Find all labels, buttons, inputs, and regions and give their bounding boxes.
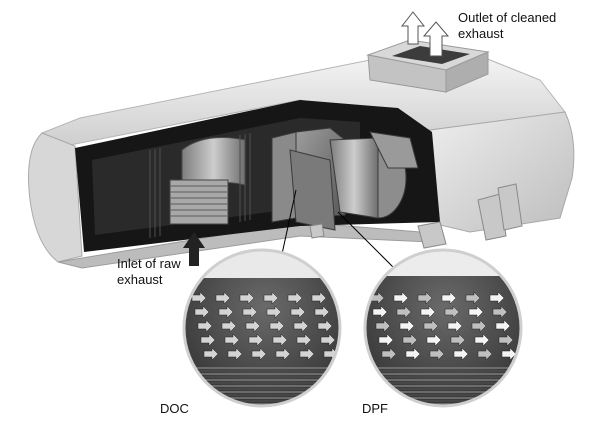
doc-flow-arrow-icon <box>224 333 240 347</box>
housing-left-end <box>28 132 83 263</box>
housing-right-end <box>429 111 575 233</box>
doc-flow-arrow-icon <box>293 319 309 333</box>
dpf-flow-arrow-icon <box>501 347 517 361</box>
doc-flow-arrow-icon <box>248 333 264 347</box>
doc-flow-arrow-icon <box>320 333 336 347</box>
dpf-block <box>289 149 336 231</box>
dpf-flow-arrow-icon <box>468 305 484 319</box>
doc-flow-arrow-icon <box>200 333 216 347</box>
doc-zoom-detail <box>182 248 342 408</box>
outlet-port <box>366 11 490 93</box>
doc-flow-arrow-icon <box>296 333 312 347</box>
dpf-zoom-border <box>363 248 523 408</box>
cutaway-slats <box>149 133 251 238</box>
doc-flow-arrow-icon <box>275 347 291 361</box>
dpf-flow-arrow-icon <box>426 333 442 347</box>
inlet-duct <box>149 133 251 238</box>
doc-flow-arrow-icon <box>191 291 207 305</box>
dpf-flow-arrow-icon <box>495 319 511 333</box>
dpf-flow-arrow-icon <box>423 319 439 333</box>
inlet-label-line1: Inlet of raw <box>117 256 181 271</box>
doc-flow-arrow-icon <box>251 347 267 361</box>
outlet-arrow-icon <box>422 21 450 57</box>
dpf-flow-arrow-icon <box>420 305 436 319</box>
dpf-flow-arrow-icon <box>474 333 490 347</box>
outlet-label: Outlet of cleaned exhaust <box>458 10 556 42</box>
dpf-flow-arrow-icon <box>396 305 412 319</box>
doc-flow-arrow-icon <box>290 305 306 319</box>
inlet-label: Inlet of raw exhaust <box>117 256 181 288</box>
inlet-arrow-icon <box>183 232 205 266</box>
doc-flow-arrow-icon <box>287 291 303 305</box>
canister-body <box>329 137 379 219</box>
doc-flow-arrow-icon <box>272 333 288 347</box>
doc-flow-arrow-icon <box>227 347 243 361</box>
doc-flow-arrow-icon <box>221 319 237 333</box>
dpf-label: DPF <box>362 401 388 416</box>
doc-flow-arrow-icon <box>317 319 333 333</box>
doc-flow-arrow-icon <box>239 291 255 305</box>
dpf-flow-arrow-icon <box>378 333 394 347</box>
doc-flow-arrow-icon <box>314 305 330 319</box>
doc-flow-arrow-icon <box>245 319 261 333</box>
doc-flow-arrow-icon <box>266 305 282 319</box>
doc-flow-arrow-icon <box>242 305 258 319</box>
doc-label: DOC <box>160 401 189 416</box>
dpf-flow-arrow-icon <box>465 291 481 305</box>
dpf-flow-arrow-icon <box>477 347 493 361</box>
outlet-box-front <box>445 51 489 93</box>
inlet-label-line2: exhaust <box>117 272 163 287</box>
doc-flow-arrow-icon <box>194 305 210 319</box>
dpf-flow-arrow-icon <box>471 319 487 333</box>
filter-module <box>271 127 419 231</box>
doc-flow-arrow-icon <box>311 291 327 305</box>
mounting-foot <box>309 223 325 239</box>
dpf-flow-arrow-icon <box>441 291 457 305</box>
dpf-flow-arrow-icon <box>402 333 418 347</box>
mounting-foot <box>477 193 507 241</box>
dpf-flow-arrow-icon <box>375 319 391 333</box>
mounting-foot <box>417 221 447 249</box>
dpf-zoom-detail <box>363 248 523 408</box>
doc-flow-arrow-icon <box>263 291 279 305</box>
dpf-flow-arrow-icon <box>381 347 397 361</box>
dpf-flow-arrow-icon <box>453 347 469 361</box>
dpf-flow-arrow-icon <box>372 305 388 319</box>
dpf-flow-arrow-icon <box>399 319 415 333</box>
dpf-flow-arrow-icon <box>450 333 466 347</box>
mounting-foot <box>497 183 523 231</box>
dpf-flow-arrow-icon <box>393 291 409 305</box>
dpf-flow-arrow-icon <box>405 347 421 361</box>
inlet-bellows <box>169 179 229 225</box>
outlet-label-line1: Outlet of cleaned <box>458 10 557 25</box>
dpf-flow-arrow-icon <box>489 291 505 305</box>
dpf-flow-arrow-icon <box>492 305 508 319</box>
bellows-ribs <box>170 185 228 217</box>
doc-flow-arrow-icon <box>215 291 231 305</box>
mounting-brackets <box>309 183 523 249</box>
dpf-flow-arrow-icon <box>444 305 460 319</box>
doc-flow-arrow-icon <box>218 305 234 319</box>
dpf-flow-arrow-icon <box>447 319 463 333</box>
doc-flow-arrows <box>191 291 339 361</box>
outlet-arrow-icon <box>400 11 426 45</box>
doc-zoom-border <box>182 248 342 408</box>
dpf-flow-arrow-icon <box>417 291 433 305</box>
dpf-flow-arrow-icon <box>498 333 514 347</box>
outlet-pipe <box>369 131 419 169</box>
doc-callout-line <box>281 189 297 255</box>
doc-flow-arrow-icon <box>203 347 219 361</box>
dpf-callout-line <box>337 211 395 269</box>
doc-flow-arrow-icon <box>269 319 285 333</box>
outlet-label-line2: exhaust <box>458 26 504 41</box>
doc-flow-arrow-icon <box>197 319 213 333</box>
dpf-flow-arrow-icon <box>429 347 445 361</box>
doc-flow-arrow-icon <box>299 347 315 361</box>
